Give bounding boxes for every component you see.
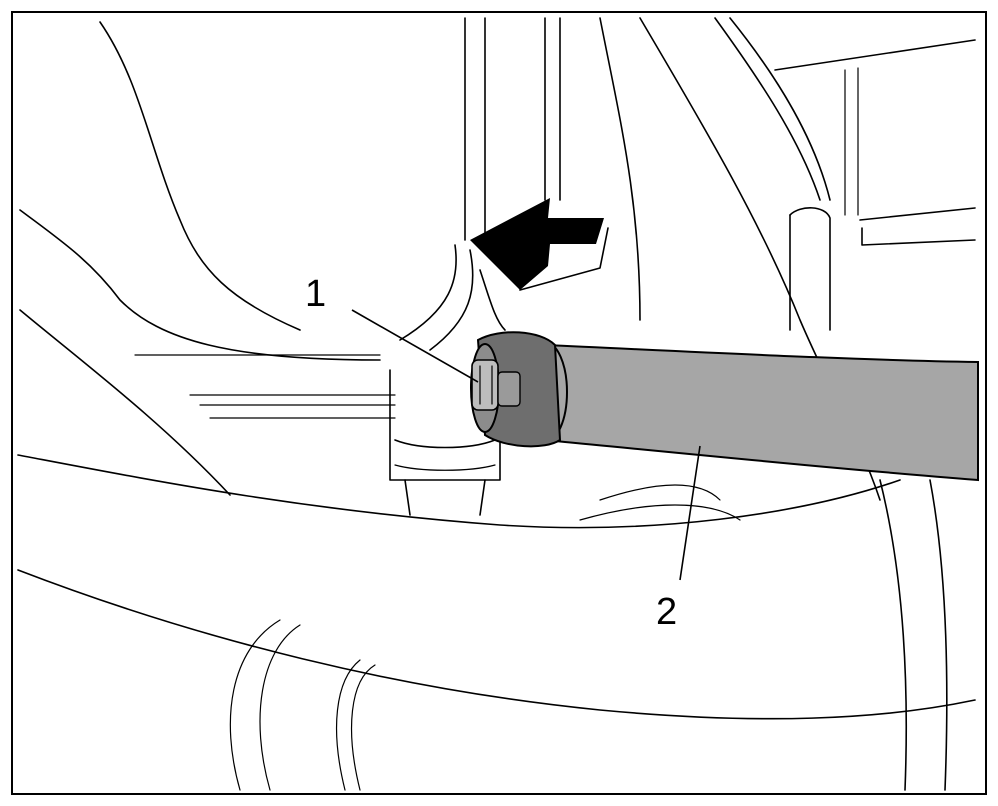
callout-1-label: 1	[305, 273, 326, 315]
direction-arrow-icon	[470, 198, 609, 291]
callout-2-label: 2	[656, 591, 677, 633]
callout-1-leader	[351, 309, 479, 383]
callout-2-leader	[679, 445, 701, 581]
quick-connector	[470, 331, 562, 448]
background-structure	[17, 17, 976, 791]
